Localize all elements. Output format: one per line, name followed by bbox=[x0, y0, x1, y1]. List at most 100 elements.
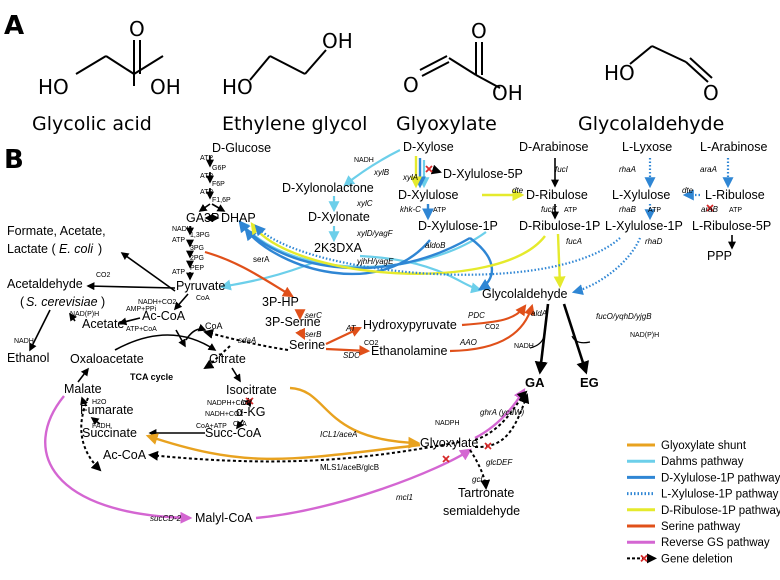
pathway-label: Succ-CoA bbox=[205, 426, 262, 440]
pathway-label: Ethanol bbox=[7, 351, 49, 365]
pathway-label: NAD(P)H bbox=[630, 332, 659, 339]
pathway-label: CO2 bbox=[96, 272, 111, 279]
pathway-label: fucK bbox=[541, 205, 558, 214]
pathway-label: CO2 bbox=[364, 340, 379, 347]
pathway-label: GA bbox=[525, 375, 545, 390]
legend-label: D-Ribulose-1P pathway bbox=[661, 505, 780, 517]
glyoxylate-oh: OH bbox=[492, 81, 523, 105]
pathway-label: dte bbox=[512, 186, 524, 195]
pathway-label: G6P bbox=[212, 165, 226, 172]
pathway-label: ATP bbox=[729, 207, 742, 214]
pathway-label: PDC bbox=[468, 311, 485, 320]
pathway-label: Serine bbox=[289, 338, 325, 352]
pathway-label: D-Ribulose bbox=[526, 188, 588, 202]
pathway-label: serC bbox=[305, 311, 322, 320]
pathway-label: S. cerevisiae bbox=[26, 295, 98, 309]
pathway-label: NADH bbox=[172, 226, 192, 233]
pathway-label: icd bbox=[241, 398, 252, 407]
pathway-label: AAO bbox=[459, 338, 477, 347]
legend-label: Glyoxylate shunt bbox=[661, 440, 747, 452]
pathway-label: D-Glucose bbox=[212, 141, 271, 155]
legend-label: Reverse GS pathway bbox=[661, 537, 770, 549]
pathway-label: D-Xylonate bbox=[308, 210, 370, 224]
pathway-label: PEP bbox=[190, 265, 204, 272]
pathway-label: ATP bbox=[200, 189, 213, 196]
pathway-label: CO2 bbox=[485, 324, 500, 331]
pathway-label: D-Arabinose bbox=[519, 140, 589, 154]
pathway-label: L-Xylulose bbox=[612, 188, 670, 202]
glycolysis-arrows bbox=[29, 156, 226, 352]
pathway-label: ATP bbox=[433, 207, 446, 214]
pathway-label: fucA bbox=[566, 237, 582, 246]
glycolic-acid-oh: OH bbox=[150, 75, 181, 99]
pathway-label: Malate bbox=[64, 382, 102, 396]
ethylene-glycol-structure bbox=[249, 49, 327, 81]
pathway-label: L-Ribulose bbox=[705, 188, 765, 202]
glyoxylate-structure bbox=[419, 42, 501, 89]
pathway-label: ( bbox=[20, 295, 25, 309]
gene-deletion-arrows bbox=[80, 164, 530, 490]
pathway-label: sdaA bbox=[238, 336, 256, 345]
pathway-label: ATP bbox=[564, 207, 577, 214]
ethylene-glycol-name: Ethylene glycol bbox=[222, 113, 367, 135]
pathway-label: mcl1 bbox=[396, 493, 413, 502]
ethylene-glycol-ho: HO bbox=[222, 75, 253, 99]
cofactor-curls bbox=[529, 335, 591, 349]
glycolic-acid-ho: HO bbox=[38, 75, 69, 99]
pathway-label: Malyl-CoA bbox=[195, 511, 253, 525]
pathway-label: xylC bbox=[356, 199, 373, 208]
glycolaldehyde-structure bbox=[629, 45, 713, 83]
pathway-label: DHAP bbox=[221, 211, 256, 225]
pathway-label: Acetaldehyde bbox=[7, 277, 83, 291]
pathway-label: 2PG bbox=[190, 255, 204, 262]
pathway-label: α-KG bbox=[236, 405, 265, 419]
right-side-black-arrows bbox=[551, 158, 736, 250]
pathway-label: aldA bbox=[531, 309, 547, 318]
pathway-label: AT bbox=[345, 324, 357, 333]
pathway-label: gcl bbox=[472, 475, 482, 484]
pathway-label: 3PG bbox=[190, 245, 204, 252]
pathway-label: SDC bbox=[343, 351, 360, 360]
pathway-label: ATP bbox=[172, 269, 185, 276]
pathway-label: xylA bbox=[402, 173, 418, 182]
pathway-label: semialdehyde bbox=[443, 504, 520, 518]
glyoxylate-o-left: O bbox=[403, 73, 419, 97]
d-ribulose-1p-arrows bbox=[250, 156, 566, 289]
pathway-label: PPP bbox=[707, 249, 732, 263]
l-xylulose-1p-arrows bbox=[254, 158, 734, 296]
legend-label: Serine pathway bbox=[661, 521, 741, 533]
pathway-label: araA bbox=[700, 165, 717, 174]
pathway-label: Formate, Acetate, bbox=[7, 224, 106, 238]
pathway-label: Ac-CoA bbox=[103, 448, 147, 462]
glyoxylate-name: Glyoxylate bbox=[396, 113, 497, 135]
glycolaldehyde-name: Glycolaldehyde bbox=[578, 113, 724, 135]
pathway-label: ATP bbox=[200, 155, 213, 162]
pathway-label: araB bbox=[701, 205, 719, 214]
pathway-label: NADH+CO2 bbox=[205, 411, 243, 418]
glycolic-acid-structure bbox=[75, 40, 164, 86]
pathway-label: E. coli bbox=[59, 242, 94, 256]
pathway-label: Ethanolamine bbox=[371, 344, 447, 358]
ethylene-glycol-oh: OH bbox=[322, 29, 353, 53]
pathway-label: CoA+ATP bbox=[196, 423, 227, 430]
pathway-label: fucI bbox=[555, 165, 569, 174]
glyoxylate-shunt-arrows bbox=[145, 386, 421, 461]
pathway-label: Oxaloacetate bbox=[70, 352, 144, 366]
pathway-label: F6P bbox=[212, 181, 225, 188]
panel-a-label: A bbox=[4, 11, 24, 41]
pathway-label: AMP+PPi bbox=[126, 306, 157, 313]
pathway-label: 2K3DXA bbox=[314, 241, 363, 255]
pathway-label: F1,6P bbox=[212, 197, 231, 204]
pathway-label: Acetate bbox=[82, 317, 124, 331]
pathway-label: L-Arabinose bbox=[700, 140, 767, 154]
pathway-label: NADH bbox=[514, 343, 534, 350]
legend-label: L-Xylulose-1P pathway bbox=[661, 489, 779, 501]
legend-label: Dahms pathway bbox=[661, 456, 744, 468]
pathway-label: Isocitrate bbox=[226, 383, 277, 397]
pathway-label: ) bbox=[101, 295, 105, 309]
pathway-label: Succinate bbox=[82, 426, 137, 440]
glycolic-acid-o: O bbox=[129, 17, 145, 41]
pathway-label: Glycolaldehyde bbox=[482, 287, 568, 301]
